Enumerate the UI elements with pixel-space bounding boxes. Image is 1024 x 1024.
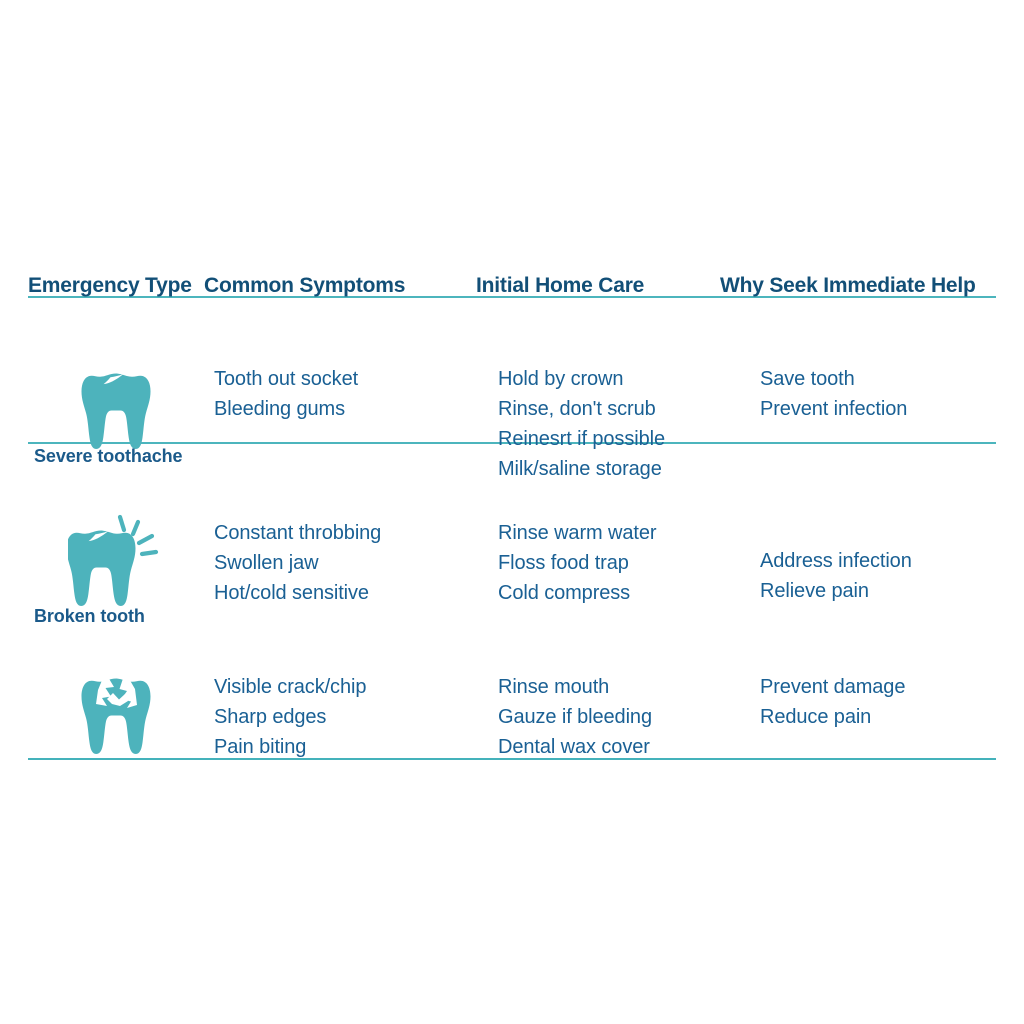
initial-home-care-cell: Rinse mouth Gauze if bleeding Dental wax… <box>486 620 742 762</box>
common-symptoms-cell: Constant throbbing Swollen jaw Hot/cold … <box>204 466 486 608</box>
column-header-initial-home-care: Initial Home Care <box>476 274 645 297</box>
home-care-item: Cold compress <box>498 582 631 604</box>
emergency-type-cell <box>28 310 204 461</box>
table-row: Severe toothache Constant <box>28 444 996 606</box>
table-header-row: Emergency Type Common Symptoms Initial H… <box>28 262 996 296</box>
home-care-item: Rinse warm water <box>498 522 657 544</box>
home-care-item: Hold by crown <box>498 368 624 390</box>
symptom-item: Hot/cold sensitive <box>214 582 369 604</box>
column-header-why-seek-immediate-help: Why Seek Immediate Help <box>720 274 976 297</box>
symptom-item: Swollen jaw <box>214 552 319 574</box>
column-header-emergency-type: Emergency Type <box>28 274 192 297</box>
why-seek-help-cell: Prevent damage Reduce pain <box>742 620 1024 732</box>
why-seek-help-cell: Address infection Relieve pain <box>742 466 1024 606</box>
initial-home-care-cell: Rinse warm water Floss food trap Cold co… <box>486 466 742 608</box>
why-help-item: Reduce pain <box>760 706 872 728</box>
table-bottom-divider <box>28 758 996 760</box>
symptom-item: Bleeding gums <box>214 398 346 420</box>
symptom-item: Visible crack/chip <box>214 676 367 698</box>
common-symptoms-cell: Visible crack/chip Sharp edges Pain biti… <box>204 620 486 762</box>
tooth-pain-icon <box>66 514 164 615</box>
tooth-broken-icon <box>78 668 154 767</box>
why-help-item: Prevent infection <box>760 398 908 420</box>
why-help-item: Prevent damage <box>760 676 906 698</box>
why-help-item: Save tooth <box>760 368 855 390</box>
symptom-item: Constant throbbing <box>214 522 382 544</box>
dental-emergency-table: Emergency Type Common Symptoms Initial H… <box>28 262 996 760</box>
symptom-item: Pain biting <box>214 736 307 758</box>
table-row: Broken tooth Visible crack/chip Sharp ed… <box>28 606 996 758</box>
common-symptoms-cell: Tooth out socket Bleeding gums <box>204 310 486 424</box>
row-label: Broken tooth <box>34 606 145 626</box>
table-row: Tooth out socket Bleeding gums Hold by c… <box>28 298 996 480</box>
home-care-item: Rinse, don't scrub <box>498 398 656 420</box>
home-care-item: Milk/saline storage <box>498 458 662 480</box>
row-label: Severe toothache <box>34 446 183 466</box>
why-help-item: Relieve pain <box>760 580 869 602</box>
symptom-item: Sharp edges <box>214 706 327 728</box>
row-divider <box>28 442 996 444</box>
home-care-item: Dental wax cover <box>498 736 650 758</box>
why-seek-help-cell: Save tooth Prevent infection <box>742 310 1024 424</box>
initial-home-care-cell: Hold by crown Rinse, don't scrub Reinesr… <box>486 310 742 484</box>
emergency-type-cell <box>28 620 204 767</box>
home-care-item: Floss food trap <box>498 552 629 574</box>
home-care-item: Gauze if bleeding <box>498 706 652 728</box>
column-header-common-symptoms: Common Symptoms <box>204 274 406 297</box>
emergency-type-cell <box>28 466 204 615</box>
header-divider <box>28 296 996 298</box>
tooth-icon <box>80 364 152 461</box>
why-help-item: Address infection <box>760 550 912 572</box>
home-care-item: Rinse mouth <box>498 676 610 698</box>
symptom-item: Tooth out socket <box>214 368 359 390</box>
home-care-item: Reinesrt if possible <box>498 428 665 450</box>
